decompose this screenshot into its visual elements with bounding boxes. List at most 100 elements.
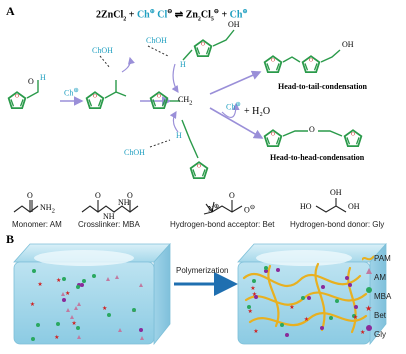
particle-am bbox=[138, 283, 143, 288]
particle-mba bbox=[31, 337, 36, 342]
legend-symbol-wave-icon bbox=[361, 249, 375, 267]
particle-bet: ★ bbox=[250, 286, 256, 293]
particle-bet: ★ bbox=[360, 329, 366, 336]
pam-network bbox=[242, 262, 368, 334]
particle-am bbox=[115, 275, 120, 280]
label-h-left: H bbox=[40, 73, 46, 82]
particle-mba bbox=[351, 313, 356, 318]
gly-oh-2: OH bbox=[348, 202, 360, 211]
particle-mba bbox=[31, 269, 36, 274]
legend-symbol-circle-icon bbox=[366, 287, 372, 293]
furan-ring-bottom bbox=[189, 161, 209, 180]
legend-item-gly: Gly bbox=[366, 324, 386, 339]
particle-bet: ★ bbox=[303, 316, 310, 323]
caption-mba: Crosslinker: MBA bbox=[78, 220, 140, 229]
title-head-to-head: Head-to-head-condensation bbox=[270, 153, 365, 162]
particle-gly bbox=[138, 327, 143, 332]
label-o-head: O bbox=[309, 125, 315, 134]
particle-mba bbox=[56, 322, 61, 327]
particle-mba bbox=[76, 285, 81, 289]
am-nh2: NH2 bbox=[40, 203, 55, 215]
particle-mba bbox=[36, 323, 40, 328]
legend-label: AM bbox=[374, 273, 386, 282]
particle-gly bbox=[320, 285, 325, 290]
particle-am bbox=[61, 291, 66, 296]
particle-mba bbox=[301, 295, 306, 300]
equilibrium-equation: 2ZnCl2 + Ch⊕ Cl⊖ ⇌ Zn2Cl5⊖ + Ch⊕ bbox=[96, 9, 248, 23]
particle-bet: ★ bbox=[55, 278, 62, 285]
legend-item-pam: PAM bbox=[361, 248, 391, 263]
label-o-left: O bbox=[28, 77, 34, 86]
particle-gly bbox=[307, 296, 312, 301]
furan-ring-head-1 bbox=[263, 129, 283, 148]
legend-symbol-circle-icon bbox=[366, 325, 372, 331]
particle-gly bbox=[320, 325, 325, 330]
label-choh-top-2: ChOH bbox=[146, 36, 167, 45]
particle-mba bbox=[334, 298, 339, 303]
particle-bet: ★ bbox=[352, 314, 359, 321]
furan-ring-top bbox=[193, 39, 213, 58]
mba-nitrogen-2: NH bbox=[118, 198, 130, 207]
particle-am bbox=[76, 334, 81, 339]
mba-oxygen-1: O bbox=[95, 191, 101, 200]
caption-gly: Hydrogen-bond donor: Gly bbox=[290, 220, 385, 229]
panel-a-label: A bbox=[6, 4, 15, 18]
furan-ring-tail-1 bbox=[263, 55, 283, 74]
furan-ring-center bbox=[149, 91, 169, 110]
bet-o-minus: O⊖ bbox=[244, 204, 256, 215]
particle-gly bbox=[264, 268, 269, 273]
particle-bet: ★ bbox=[253, 329, 259, 336]
molecule-am bbox=[13, 200, 39, 213]
mba-oxygen-2: O bbox=[127, 191, 133, 200]
particle-mba bbox=[246, 304, 251, 309]
polymerization-label: Polymerization bbox=[176, 266, 229, 275]
particle-mba bbox=[131, 308, 136, 313]
label-oh-top-right: OH bbox=[228, 20, 240, 29]
legend-label: Gly bbox=[374, 330, 386, 339]
particle-mba bbox=[263, 266, 268, 271]
mba-nitrogen-1: NH bbox=[103, 212, 115, 221]
caption-bet: Hydrogen-bond acceptor: Bet bbox=[170, 220, 275, 229]
molecule-bet bbox=[203, 200, 243, 215]
particle-mba bbox=[91, 274, 96, 279]
furan-ring-intermediate bbox=[85, 91, 105, 110]
label-ch-plus-right: Ch⊕ bbox=[226, 101, 241, 112]
particle-gly bbox=[353, 305, 358, 310]
ch2-bond-start bbox=[26, 80, 39, 99]
bet-oxygen: O bbox=[229, 191, 235, 200]
particle-mba bbox=[82, 278, 87, 283]
molecule-gly bbox=[315, 198, 347, 213]
legend-label: Bet bbox=[374, 311, 387, 320]
title-head-to-tail: Head-to-tail-condensation bbox=[278, 82, 367, 91]
label-oh-tail: OH bbox=[342, 40, 354, 49]
particle-gly bbox=[275, 267, 280, 272]
caption-am: Monomer: AM bbox=[12, 220, 62, 229]
particle-bet: ★ bbox=[65, 291, 71, 298]
arrow-head-to-tail bbox=[209, 70, 262, 95]
particle-am bbox=[73, 305, 78, 310]
particle-bet: ★ bbox=[252, 292, 257, 298]
particle-mba bbox=[252, 279, 257, 284]
furan-ring-start bbox=[7, 91, 27, 110]
particle-mba bbox=[62, 277, 67, 282]
hbond-intermediate bbox=[99, 55, 111, 69]
particle-gly bbox=[348, 282, 353, 287]
gly-ho: HO bbox=[300, 202, 312, 211]
particle-mba bbox=[328, 316, 333, 321]
legend-label: PAM bbox=[374, 254, 391, 263]
particle-am bbox=[76, 302, 81, 307]
furan-ring-head-2 bbox=[343, 129, 363, 148]
hbond-bottom bbox=[149, 139, 171, 148]
arrow-head-to-head bbox=[209, 107, 264, 139]
particle-am bbox=[106, 277, 110, 282]
box-before bbox=[13, 242, 171, 346]
legend-item-am: AM bbox=[366, 267, 386, 282]
particle-bet: ★ bbox=[29, 301, 36, 308]
panel-b-label: B bbox=[6, 232, 15, 246]
legend-item-bet: ★Bet bbox=[365, 304, 386, 320]
label-h-top: H bbox=[180, 60, 186, 69]
am-oxygen: O bbox=[27, 191, 33, 200]
particle-gly bbox=[61, 297, 66, 302]
molecule-mba bbox=[81, 200, 139, 213]
